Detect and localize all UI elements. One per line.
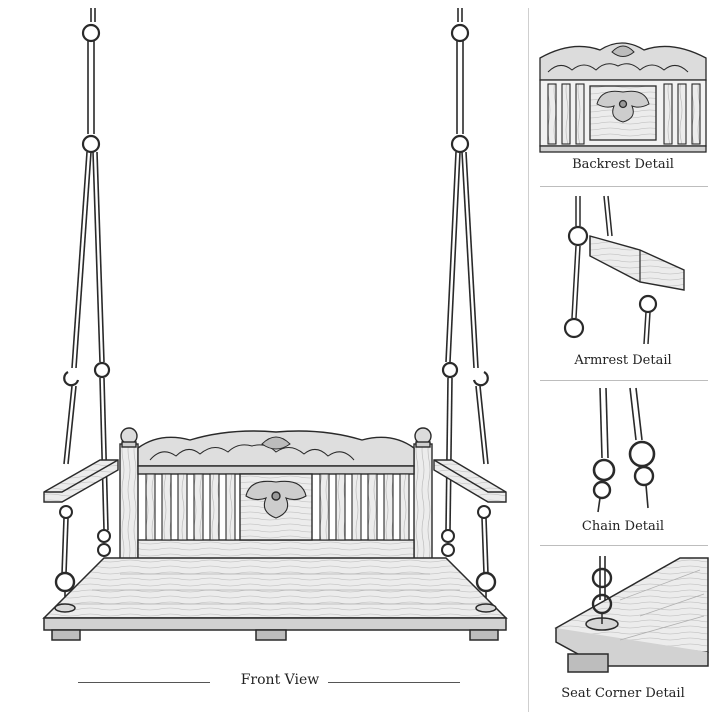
slat (399, 473, 410, 541)
slat (691, 83, 701, 145)
slat (677, 83, 687, 145)
backrest-detail-slats (547, 83, 701, 145)
slat (367, 473, 378, 541)
slat (351, 473, 362, 541)
slat (663, 83, 673, 145)
left-armrest (43, 459, 119, 503)
chain-detail-drawing (592, 387, 656, 513)
panel-separator (540, 186, 708, 187)
armrest-detail-drawing (563, 195, 685, 345)
slat (225, 473, 236, 541)
right-chain-assembly (441, 8, 497, 606)
backrest-slats (145, 473, 410, 541)
caption-rule-right (328, 682, 460, 683)
slat (319, 473, 330, 541)
slat (335, 473, 346, 541)
seat (42, 557, 508, 641)
left-chain-assembly (54, 8, 111, 606)
seat-corner-detail-caption: Seat Corner Detail (561, 686, 685, 701)
backrest (119, 427, 433, 561)
front-view-caption: Front View (240, 672, 320, 688)
backrest-detail-caption: Backrest Detail (572, 157, 674, 172)
chain-detail-caption: Chain Detail (581, 519, 665, 534)
panel-divider (528, 8, 529, 712)
slat (161, 473, 172, 541)
slat (561, 83, 571, 145)
panel-separator (540, 380, 708, 381)
right-armrest (433, 459, 507, 503)
seat-corner-detail-drawing (554, 556, 709, 673)
slat (383, 473, 394, 541)
slat (193, 473, 204, 541)
slat (547, 83, 557, 145)
panel-separator (540, 545, 708, 546)
caption-rule-left (78, 682, 210, 683)
slat (177, 473, 188, 541)
slat (209, 473, 220, 541)
slat (575, 83, 585, 145)
slat (145, 473, 156, 541)
armrest-detail-caption: Armrest Detail (574, 353, 672, 368)
